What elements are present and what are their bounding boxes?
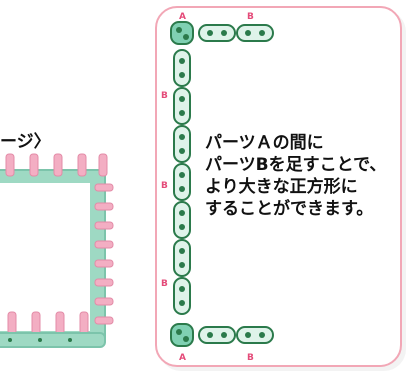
part-b-bottom [198, 326, 274, 344]
square-loom-illustration: ージ〉 [0, 0, 150, 378]
part-b-top [198, 24, 274, 42]
label-b-left-1: B [161, 91, 168, 101]
label-b-left-2: B [161, 181, 168, 191]
explanation-line-2: パーツBを足すことで、 [205, 155, 387, 175]
label-b-bottom: B [247, 353, 254, 363]
explanation-line-1: パーツＡの間に [205, 133, 324, 153]
label-a-top: A [179, 12, 186, 22]
part-a-bottom-corner [170, 323, 194, 347]
loom-frame-graphic [0, 153, 114, 348]
explanation-line-3: より大きな正方形に [205, 177, 358, 197]
parts-diagram: A B B B B A B [161, 12, 274, 363]
part-b-column [173, 49, 191, 315]
part-a-top-corner [170, 21, 194, 45]
page-heading-fragment: ージ〉 [0, 132, 51, 152]
label-a-bottom: A [179, 353, 186, 363]
label-b-left-3: B [161, 279, 168, 289]
parts-explanation-panel: A B B B B A B パーツＡの間に パーツBを足すことで、 より大きな正… [155, 6, 402, 367]
explanation-line-4: することができます。 [205, 199, 374, 219]
label-b-top: B [247, 12, 254, 22]
explanation-text: パーツＡの間に パーツBを足すことで、 より大きな正方形に することができます。 [205, 132, 405, 220]
